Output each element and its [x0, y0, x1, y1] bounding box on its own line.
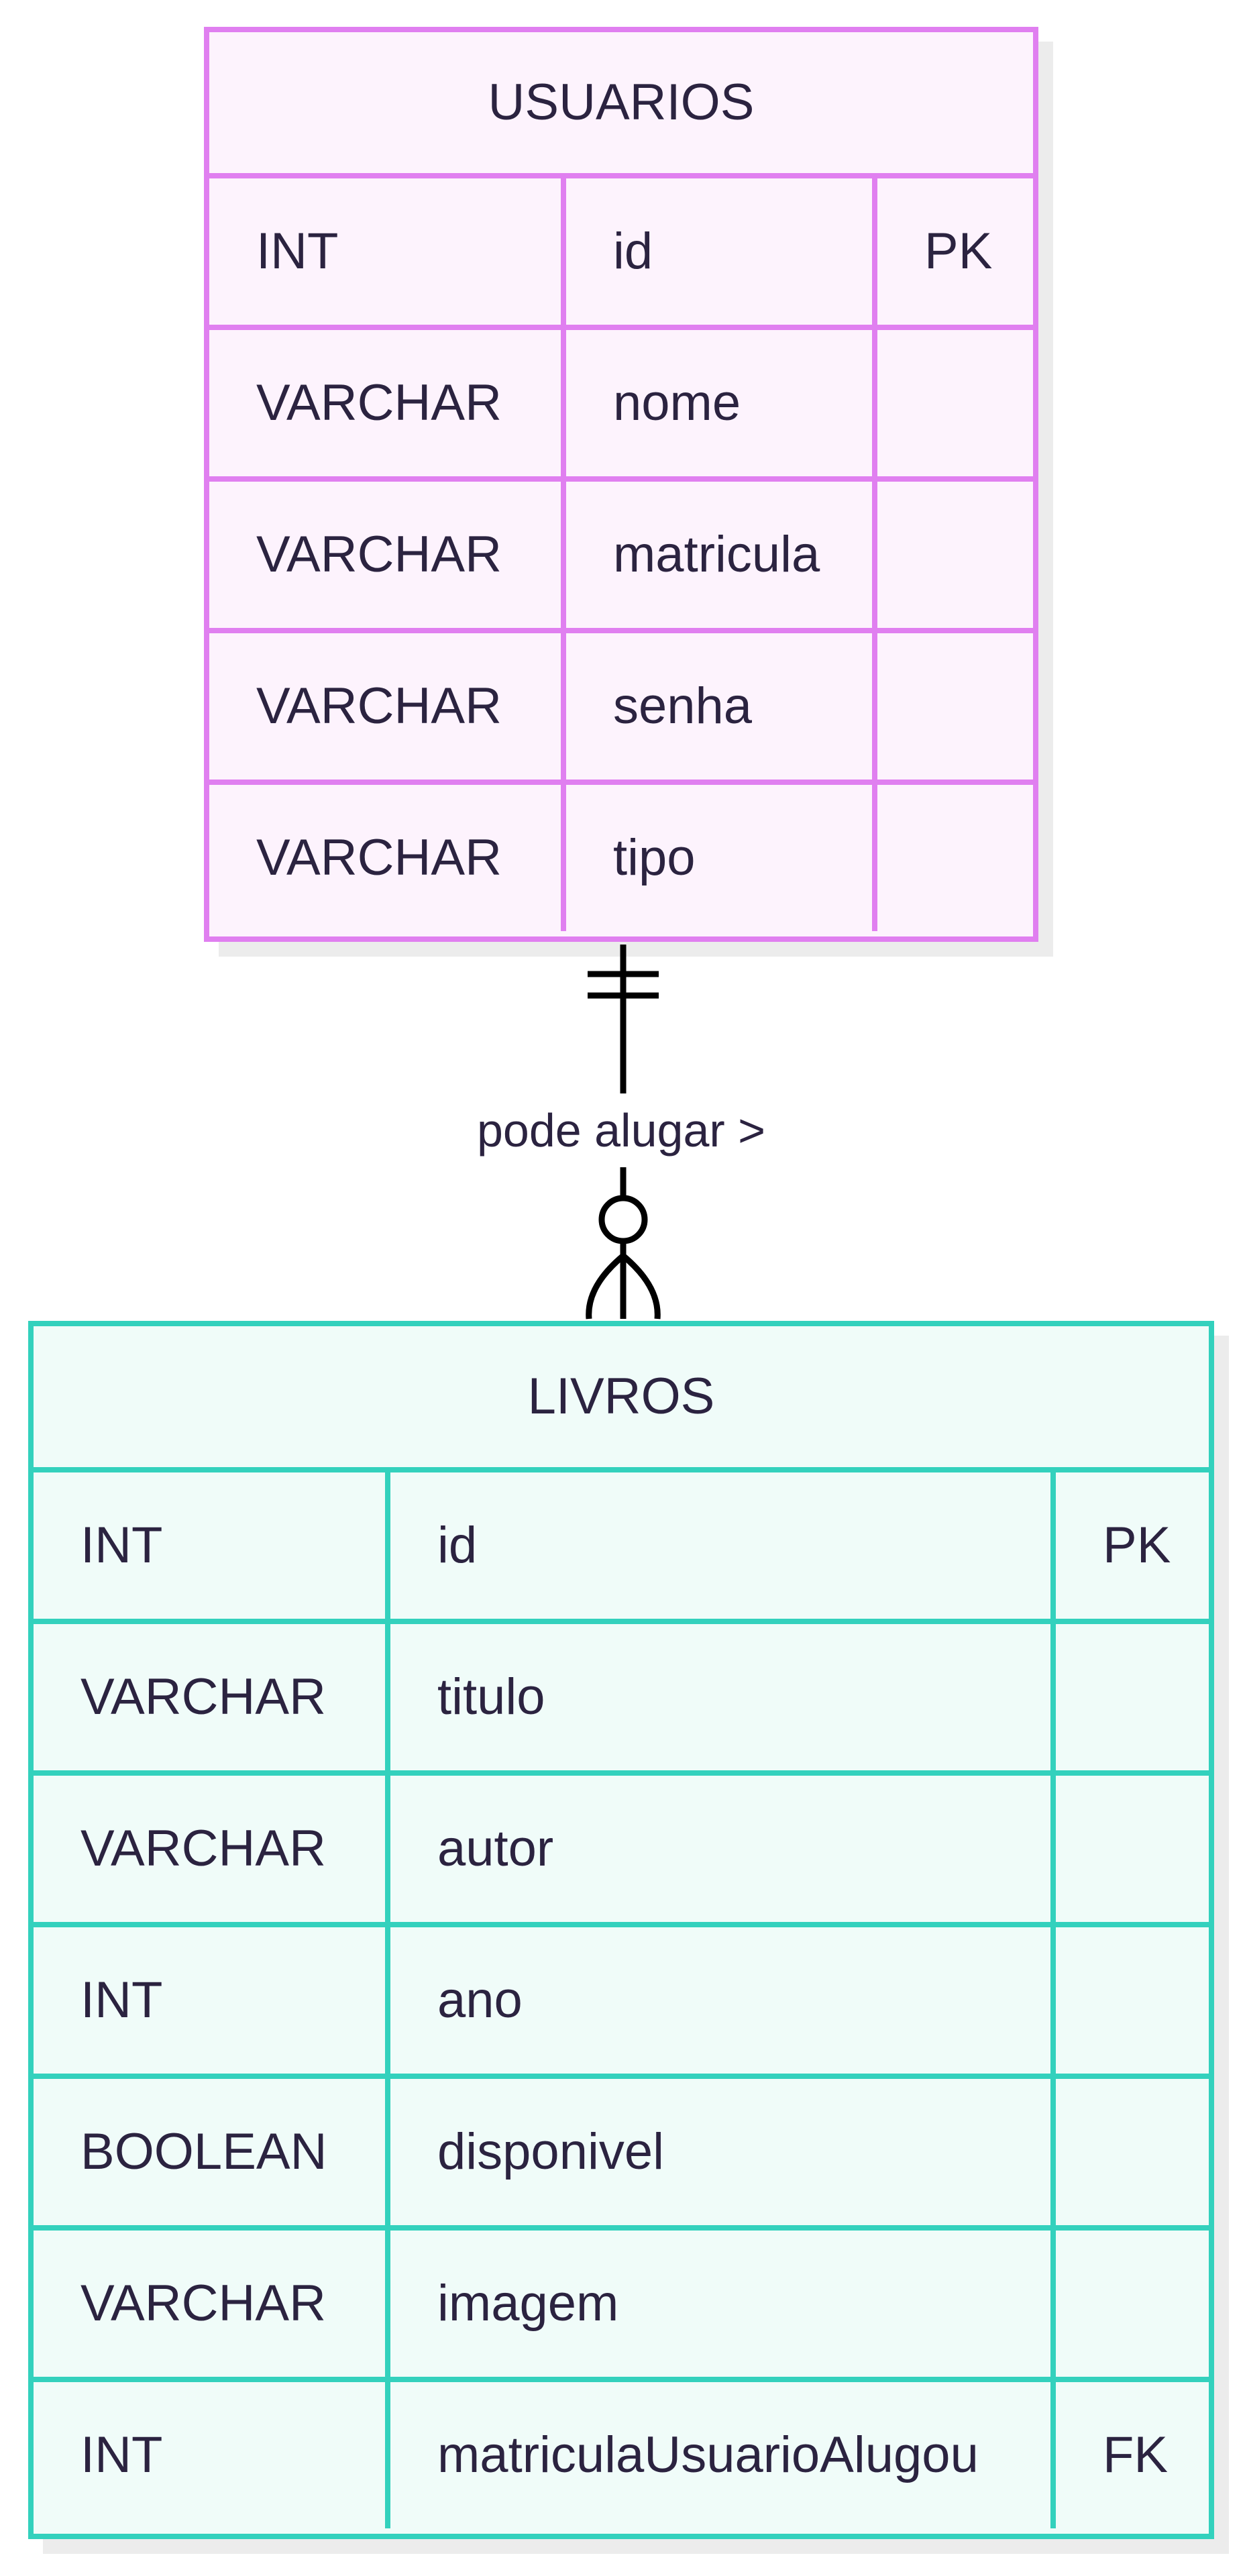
attribute-row: VARCHAR tipo: [209, 785, 1033, 931]
attribute-type: INT: [80, 1517, 163, 1574]
attribute-row: INT ano: [34, 1927, 1209, 2079]
attribute-key: [1050, 1776, 1209, 1922]
attribute-key: [1050, 2079, 1209, 2225]
attribute-name: id: [385, 1472, 1050, 1619]
attribute-key: [872, 633, 1033, 780]
attribute-name: matricula: [561, 482, 872, 628]
attribute-name: senha: [561, 633, 872, 780]
attribute-name: disponivel: [385, 2079, 1050, 2225]
attribute-type: VARCHAR: [256, 829, 502, 886]
relationship-label: pode alugar >: [402, 1093, 840, 1167]
attribute-row: INT id PK: [34, 1472, 1209, 1624]
entity-usuarios[interactable]: USUARIOS INT id PK VARCHAR nome VARCHAR …: [204, 27, 1038, 942]
entity-title: USUARIOS: [209, 32, 1033, 178]
attribute-type: VARCHAR: [256, 678, 502, 735]
attribute-type: VARCHAR: [80, 2275, 326, 2332]
attribute-row: BOOLEAN disponivel: [34, 2079, 1209, 2231]
attribute-row: VARCHAR matricula: [209, 482, 1033, 633]
cardinality-many-right: [621, 1253, 661, 1320]
attribute-key: PK: [1050, 1472, 1209, 1619]
attribute-type: VARCHAR: [80, 1668, 326, 1725]
attribute-name: id: [561, 178, 872, 325]
cardinality-many-left: [586, 1253, 625, 1320]
attribute-row: VARCHAR nome: [209, 330, 1033, 482]
attribute-type: BOOLEAN: [80, 2123, 327, 2180]
attribute-type: INT: [256, 223, 339, 280]
attribute-row: VARCHAR senha: [209, 633, 1033, 785]
entity-livros[interactable]: LIVROS INT id PK VARCHAR titulo VARCHAR …: [28, 1321, 1214, 2539]
attribute-row: VARCHAR autor: [34, 1776, 1209, 1927]
attribute-name: titulo: [385, 1624, 1050, 1770]
attribute-type: VARCHAR: [256, 526, 502, 583]
attribute-key: [1050, 2231, 1209, 2377]
attribute-name: imagem: [385, 2231, 1050, 2377]
attribute-key: [872, 482, 1033, 628]
attribute-type: VARCHAR: [256, 374, 502, 431]
attribute-row: INT matriculaUsuarioAlugou FK: [34, 2382, 1209, 2528]
attribute-name: matriculaUsuarioAlugou: [385, 2382, 1050, 2528]
attribute-key: [872, 785, 1033, 931]
entity-title: LIVROS: [34, 1326, 1209, 1472]
attribute-name: nome: [561, 330, 872, 476]
attribute-key: FK: [1050, 2382, 1209, 2528]
attribute-name: autor: [385, 1776, 1050, 1922]
attribute-row: VARCHAR titulo: [34, 1624, 1209, 1776]
cardinality-zero-circle: [598, 1195, 648, 1244]
attribute-name: ano: [385, 1927, 1050, 2074]
attribute-key: [1050, 1927, 1209, 2074]
attribute-key: [872, 330, 1033, 476]
attribute-key: [1050, 1624, 1209, 1770]
attribute-type: VARCHAR: [80, 1820, 326, 1877]
attribute-type: INT: [80, 1972, 163, 2029]
attribute-row: INT id PK: [209, 178, 1033, 330]
attribute-name: tipo: [561, 785, 872, 931]
attribute-row: VARCHAR imagem: [34, 2231, 1209, 2382]
attribute-type: INT: [80, 2426, 163, 2483]
attribute-key: PK: [872, 178, 1033, 325]
